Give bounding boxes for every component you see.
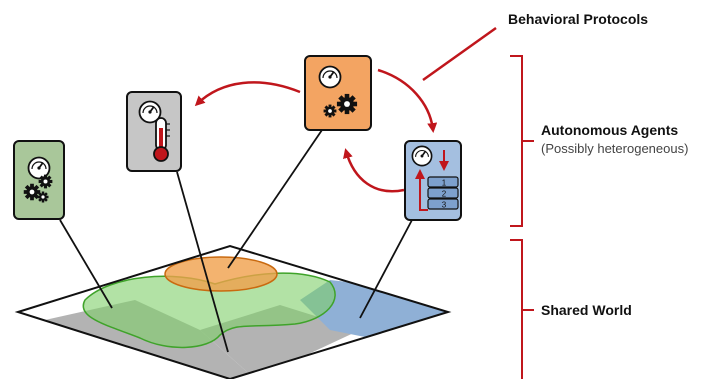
protocol-arrows (194, 26, 497, 193)
label-shared-world: Shared World (541, 302, 632, 318)
bracket-agents (510, 55, 534, 227)
agent-connectors (59, 129, 413, 353)
gear-icon (323, 104, 337, 118)
protocol-pointer-line (422, 26, 497, 82)
label-autonomous-agents: Autonomous Agents (541, 122, 678, 138)
gear-icon (37, 191, 49, 203)
agent-orange-card (304, 55, 372, 131)
connector-blue (359, 219, 413, 319)
bracket-world (510, 239, 534, 379)
agent-green-card (13, 140, 65, 220)
connector-grey (176, 171, 229, 353)
gauge-icon (318, 65, 342, 89)
arrow-blue-to-orange (343, 148, 405, 193)
agent-grey-card (126, 91, 182, 172)
arrow-orange-to-blue (377, 68, 438, 133)
agent-blue-card: 1 2 3 (404, 140, 462, 221)
arrow-orange-to-grey (194, 81, 301, 107)
connector-orange (227, 129, 323, 269)
gauge-icon (411, 145, 433, 167)
thermometer-icon (153, 117, 170, 162)
label-behavioral-protocols: Behavioral Protocols (508, 11, 648, 27)
memory-slot-2: 2 (442, 190, 447, 199)
memory-stack-icon: 1 2 3 (415, 150, 459, 211)
label-autonomous-agents-sub: (Possibly heterogeneous) (541, 141, 688, 156)
orange-region (164, 256, 278, 292)
memory-slot-3: 3 (442, 201, 447, 210)
gear-icon (38, 174, 53, 189)
gear-icon (336, 93, 358, 115)
world-outline (14, 244, 452, 379)
memory-slot-1: 1 (442, 179, 447, 188)
connector-green (59, 219, 113, 309)
